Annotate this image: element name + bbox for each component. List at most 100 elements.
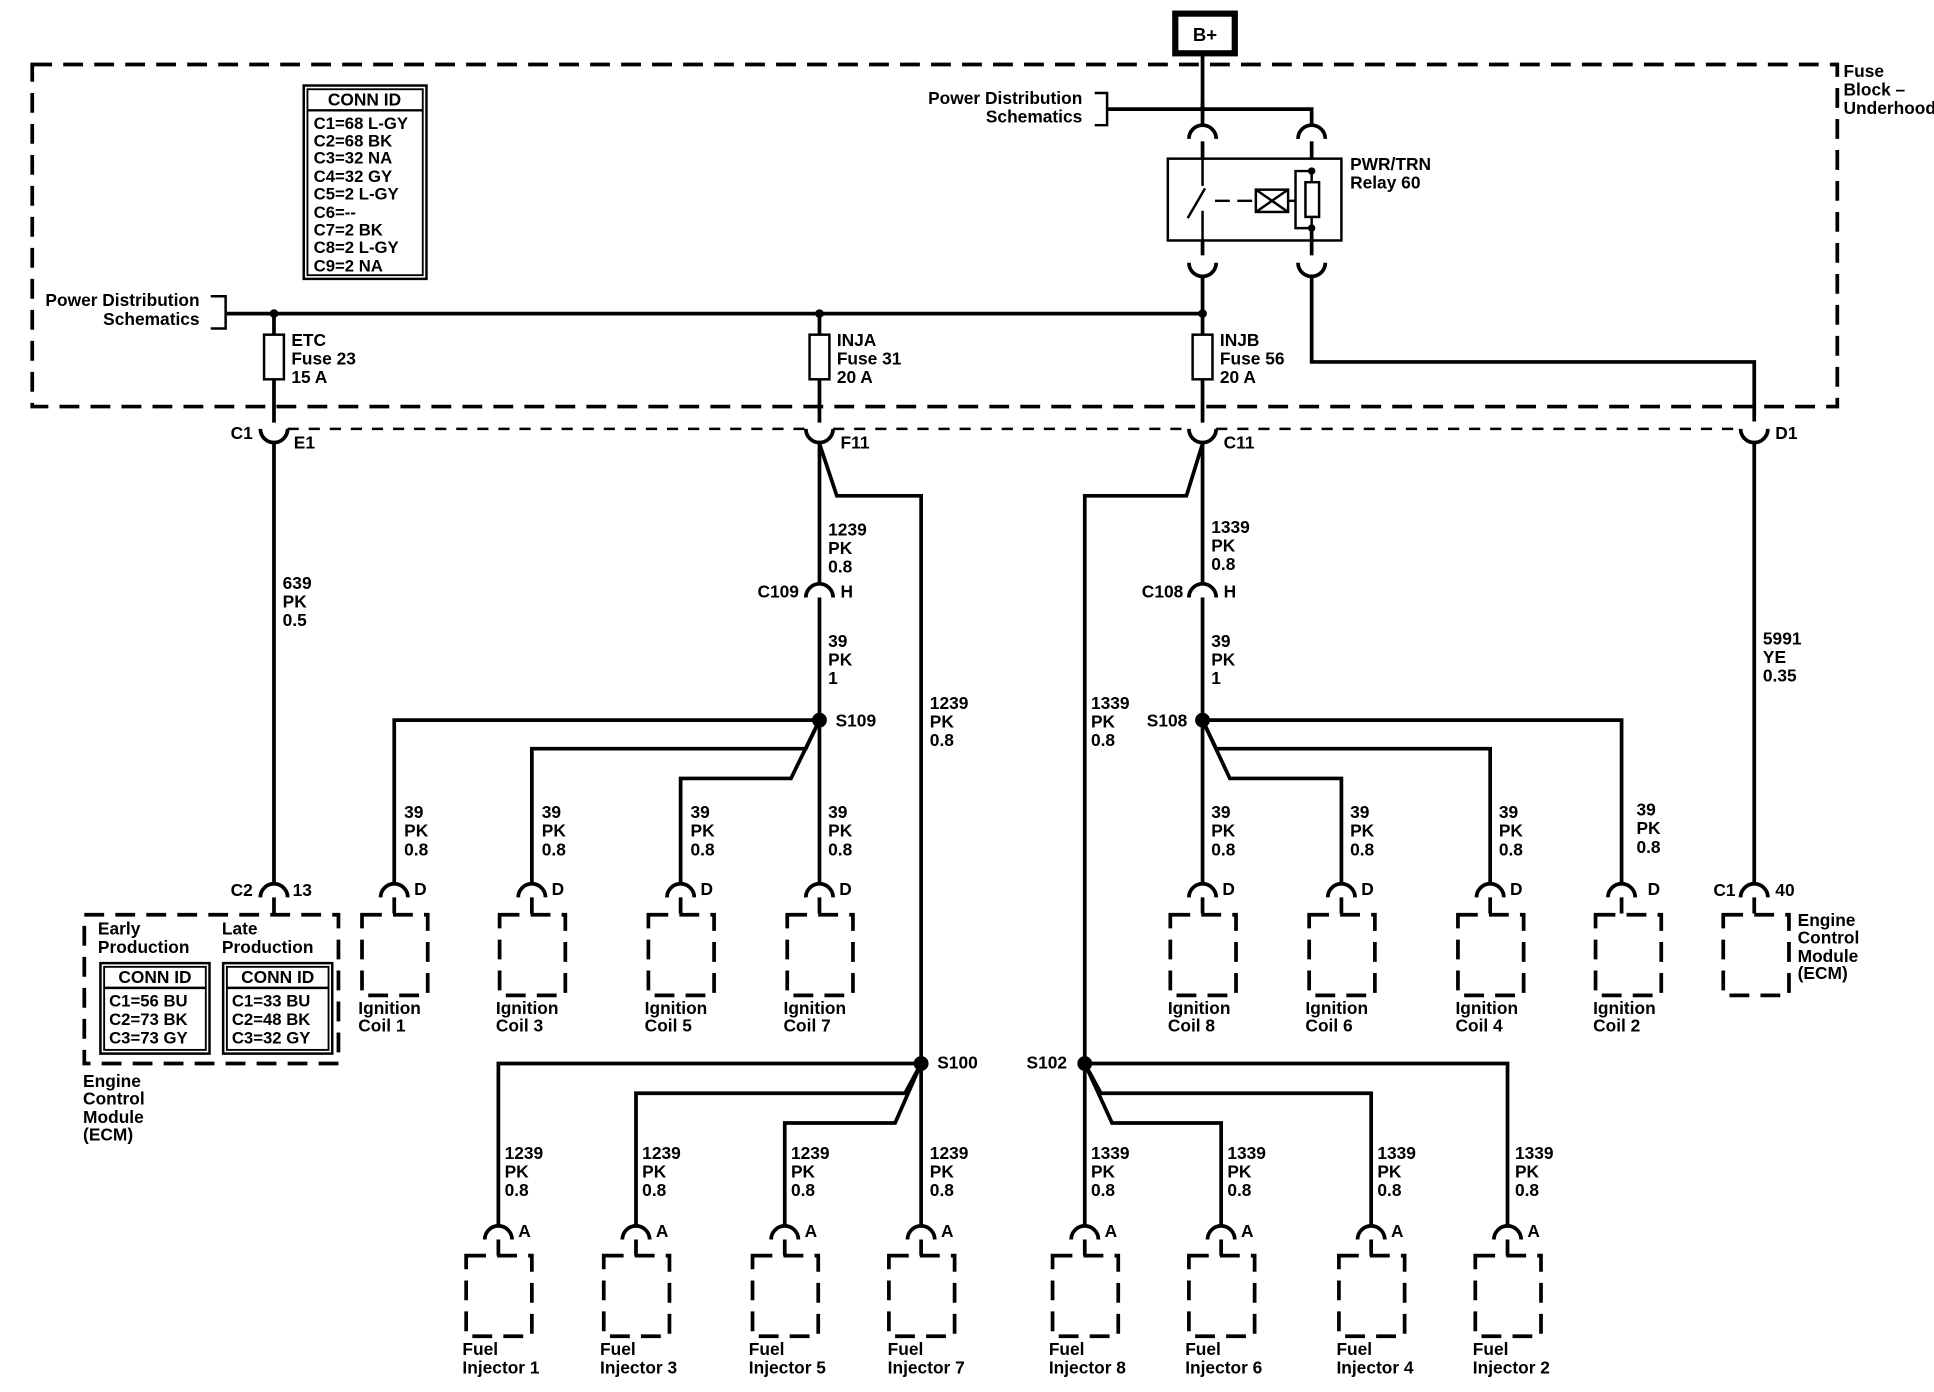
svg-text:Coil 5: Coil 5 (645, 1015, 693, 1035)
svg-text:C3=73 GY: C3=73 GY (109, 1029, 188, 1048)
svg-text:0.8: 0.8 (505, 1180, 529, 1200)
svg-text:Injector 5: Injector 5 (749, 1357, 826, 1377)
svg-text:C5=2 L-GY: C5=2 L-GY (314, 185, 399, 204)
svg-text:1: 1 (828, 668, 838, 688)
svg-text:1339: 1339 (1211, 517, 1250, 537)
svg-text:PK: PK (404, 821, 429, 841)
svg-text:C3=32 GY: C3=32 GY (232, 1029, 311, 1048)
fuse-injb (1191, 333, 1214, 381)
ignition-coil-3: D Ignition Coil 3 (496, 879, 568, 1035)
svg-text:PK: PK (1350, 821, 1375, 841)
conn-id-table: CONN ID C1=68 L-GY C2=68 BK C3=32 NA C4=… (302, 84, 428, 281)
ecm-c1-label: C1 (1713, 880, 1736, 900)
svg-text:C2=73 BK: C2=73 BK (109, 1010, 188, 1029)
svg-text:PK: PK (1091, 712, 1116, 732)
fuse-etc-label: ETC Fuse 23 15 A (291, 330, 356, 387)
svg-text:CONN ID: CONN ID (328, 89, 401, 109)
svg-text:1339: 1339 (1091, 693, 1130, 713)
svg-text:Coil 7: Coil 7 (784, 1015, 831, 1035)
ecm-early-conn-table: CONN ID C1=56 BU C2=73 BK C3=73 GY (99, 961, 211, 1055)
svg-text:Coil 4: Coil 4 (1455, 1015, 1503, 1035)
svg-text:A: A (1241, 1221, 1254, 1241)
svg-text:0.8: 0.8 (828, 839, 852, 859)
splice-s108 (1195, 712, 1210, 728)
svg-text:D: D (414, 879, 427, 899)
svg-text:YE: YE (1763, 647, 1786, 667)
svg-text:Module: Module (1798, 946, 1859, 966)
fuel-injector-2: A Fuel Injector 2 (1473, 1221, 1550, 1377)
svg-text:20 A: 20 A (837, 367, 873, 387)
svg-text:15 A: 15 A (291, 367, 327, 387)
splice-s100 (913, 1056, 929, 1071)
svg-text:PK: PK (1211, 650, 1236, 670)
fuel-injector-4: A Fuel Injector 4 (1336, 1221, 1413, 1377)
ignition-coil-7: D Ignition Coil 7 (784, 879, 855, 1035)
svg-text:39: 39 (828, 631, 847, 651)
svg-text:0.35: 0.35 (1763, 666, 1797, 686)
svg-text:C7=2 BK: C7=2 BK (314, 221, 383, 240)
svg-text:0.8: 0.8 (1211, 839, 1235, 859)
svg-text:Production: Production (222, 937, 314, 957)
pin-13-label: 13 (293, 880, 313, 900)
svg-text:Power Distribution: Power Distribution (45, 290, 199, 310)
svg-text:0.8: 0.8 (542, 839, 566, 859)
splice-s109-label: S109 (836, 710, 877, 730)
svg-text:Relay 60: Relay 60 (1350, 172, 1420, 192)
svg-text:0.8: 0.8 (828, 557, 852, 577)
fuel-injector-1: A Fuel Injector 1 (462, 1221, 539, 1377)
svg-text:PK: PK (1377, 1162, 1402, 1182)
svg-text:A: A (1391, 1221, 1404, 1241)
pd-schematics-left: Power Distribution Schematics (45, 290, 199, 329)
svg-text:C1=56 BU: C1=56 BU (109, 992, 188, 1011)
svg-text:C6=--: C6=-- (314, 203, 356, 222)
svg-text:(ECM): (ECM) (1798, 963, 1848, 983)
c109-pin-label: H (841, 581, 854, 601)
svg-text:Engine: Engine (83, 1071, 141, 1091)
connector-c1-label: C1 (231, 423, 254, 443)
svg-text:1239: 1239 (505, 1143, 544, 1163)
svg-text:Injector 3: Injector 3 (600, 1357, 677, 1377)
svg-text:PK: PK (828, 538, 853, 558)
svg-text:0.8: 0.8 (791, 1180, 815, 1200)
svg-text:Schematics: Schematics (103, 309, 199, 329)
svg-text:PK: PK (542, 821, 567, 841)
ignition-coil-5: D Ignition Coil 5 (645, 879, 716, 1035)
svg-text:Fuse 23: Fuse 23 (291, 348, 356, 368)
pd-schematics-top: Power Distribution Schematics (928, 88, 1082, 127)
svg-text:C2=68 BK: C2=68 BK (314, 131, 393, 150)
svg-text:0.8: 0.8 (1091, 1180, 1115, 1200)
svg-text:PK: PK (828, 821, 853, 841)
pin-d1-label: D1 (1775, 423, 1798, 443)
svg-text:A: A (1527, 1221, 1540, 1241)
connector-c2-label: C2 (231, 880, 253, 900)
svg-text:ETC: ETC (291, 330, 326, 350)
svg-text:(ECM): (ECM) (83, 1124, 133, 1144)
svg-text:39: 39 (691, 802, 710, 822)
svg-text:39: 39 (404, 802, 423, 822)
relay-label: PWR/TRN Relay 60 (1350, 154, 1431, 193)
pin-c11-label: C11 (1224, 433, 1255, 453)
splice-s109 (812, 712, 827, 728)
ignition-coil-8: D Ignition Coil 8 (1168, 879, 1238, 1035)
svg-text:Injector 4: Injector 4 (1336, 1357, 1413, 1377)
svg-text:1339: 1339 (1091, 1143, 1130, 1163)
svg-text:C9=2 NA: C9=2 NA (314, 256, 383, 275)
splice-s100-label: S100 (937, 1052, 978, 1072)
svg-text:1239: 1239 (791, 1143, 830, 1163)
svg-text:Control: Control (1798, 927, 1860, 947)
svg-text:39: 39 (1636, 800, 1655, 820)
svg-text:Ignition: Ignition (1593, 998, 1656, 1018)
splice-s102 (1077, 1056, 1093, 1071)
